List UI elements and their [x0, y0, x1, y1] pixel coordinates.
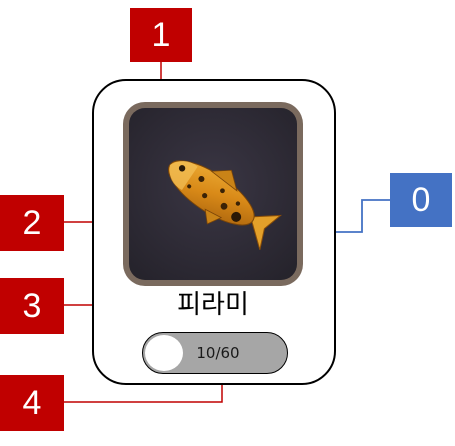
callout-badge-1: 1 — [130, 8, 192, 62]
callout-badge-2: 2 — [0, 195, 64, 251]
callout-badge-4: 4 — [0, 375, 64, 431]
item-count-pill[interactable]: 10/60 — [142, 332, 288, 374]
item-count-text: 10/60 — [196, 344, 240, 362]
toggle-knob-icon — [145, 335, 183, 371]
callout-badge-3: 3 — [0, 278, 64, 334]
callout-line-0 — [336, 199, 390, 233]
item-icon-frame — [123, 102, 303, 286]
item-icon-background — [129, 108, 297, 280]
fish-icon — [168, 160, 283, 250]
item-name: 피라미 — [177, 290, 249, 320]
callout-badge-0: 0 — [390, 173, 452, 227]
